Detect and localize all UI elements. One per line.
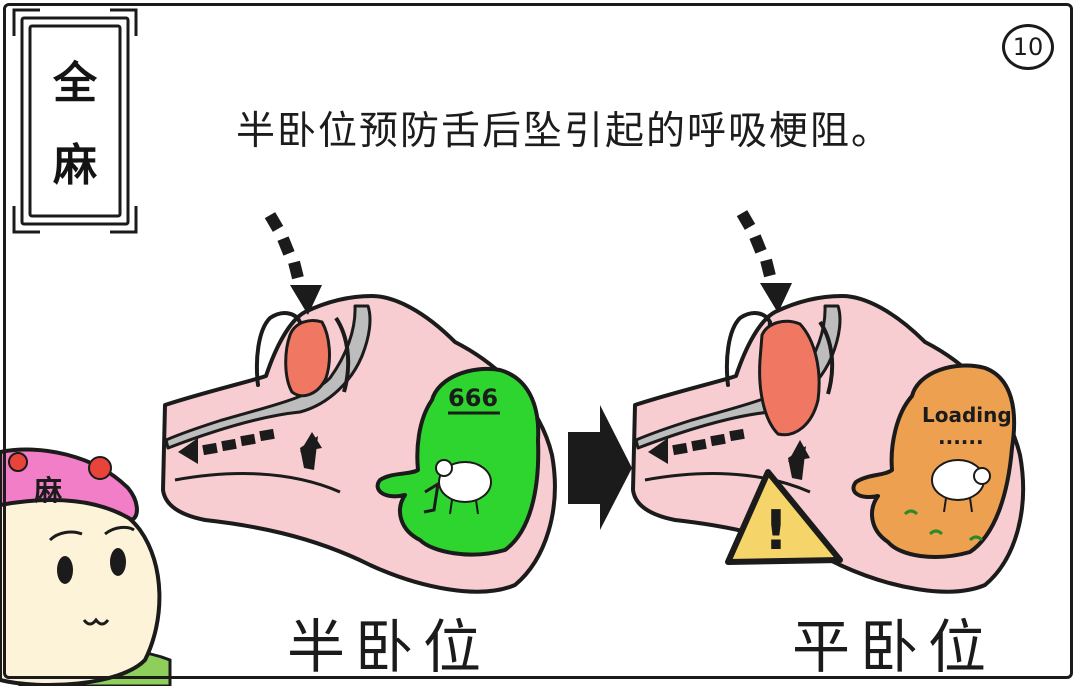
hat-flower-1: [88, 456, 112, 480]
tongue-left: [284, 319, 331, 398]
neck-line-right: [644, 472, 811, 494]
character-hat: [0, 447, 139, 523]
caption-semi-recumbent: 半卧位: [287, 613, 492, 681]
badge-line-1: 全: [53, 58, 97, 109]
brain-right: [851, 363, 1017, 559]
sheep-left: [423, 459, 492, 515]
character-mouth: [82, 617, 110, 626]
airflow-arrow-out-left: [178, 428, 275, 464]
warning-icon-symbol: !: [764, 499, 789, 562]
tongue-up-arrow-right: [788, 440, 810, 480]
caption-supine: 平卧位: [792, 613, 997, 681]
head-left: [161, 212, 557, 594]
airflow-arrow-in-left: [264, 212, 322, 315]
airway-tube-right: [634, 304, 842, 450]
brain-text-left: 666: [448, 384, 498, 412]
airway-tube-left: [164, 304, 372, 450]
badge: 全 麻: [16, 12, 134, 228]
sheep-right: [903, 459, 991, 542]
panel-border: [3, 3, 1073, 679]
jaw-line-left: [334, 316, 351, 393]
brain-dots-right: ......: [938, 425, 984, 449]
character-brow-left: [48, 530, 83, 542]
head-right: !: [631, 210, 1026, 594]
page-title: 半卧位预防舌后坠引起的呼吸梗阻。: [236, 109, 893, 154]
airflow-arrow-in-right: [736, 210, 792, 313]
badge-line-2: 麻: [53, 140, 97, 191]
transition-arrow: [568, 405, 632, 530]
tongue-right: [758, 319, 821, 437]
badge-frame: [12, 8, 138, 234]
warning-icon: !: [725, 469, 843, 565]
jaw-line-right: [818, 320, 835, 395]
character-eye-left: [57, 556, 73, 584]
airflow-arrow-out-right: [648, 428, 745, 464]
character-hat-text: 麻: [34, 474, 63, 507]
page-number: 10: [1002, 24, 1054, 70]
brain-text-right: Loading: [922, 403, 1012, 427]
character-brow-right: [104, 525, 135, 536]
neck-line-left: [174, 472, 341, 494]
tongue-up-arrow-left: [300, 432, 322, 470]
character-eye-right: [110, 548, 126, 576]
hat-flower-2: [8, 452, 28, 472]
